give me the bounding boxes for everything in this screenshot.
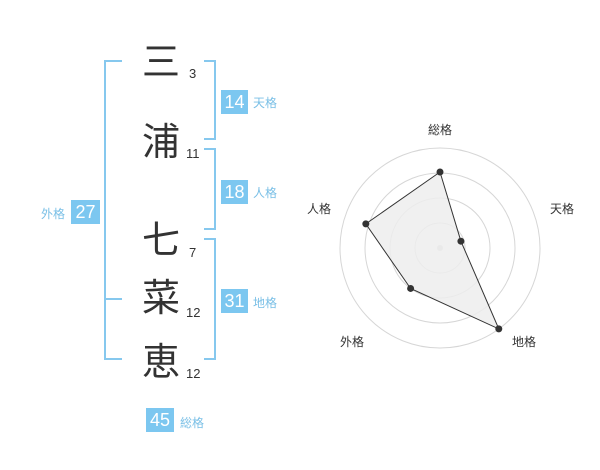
chikaku-label: 地格 [253, 296, 278, 310]
soukaku-value: 45 [146, 408, 174, 432]
bracket-jinkaku [204, 148, 216, 230]
chikaku-value: 31 [221, 289, 248, 313]
radar-grid-ring-4 [339, 147, 541, 349]
radar-points [362, 168, 503, 333]
tenkaku-value: 14 [221, 90, 248, 114]
name-char-4: 菜 [142, 276, 181, 320]
gaikaku-value: 27 [71, 200, 100, 224]
stroke-count-1: 3 [189, 66, 197, 81]
jinkaku-label: 人格 [253, 186, 278, 200]
name-char-3: 七 [142, 218, 181, 262]
bracket-gaikaku [104, 60, 122, 360]
stroke-count-3: 7 [189, 245, 197, 260]
radar-label-chikaku: 地格 [512, 334, 536, 349]
soukaku-label: 総格 [180, 416, 205, 430]
radar-label-jinkaku: 人格 [307, 201, 331, 216]
name-char-5: 恵 [142, 340, 181, 384]
radar-point-0 [436, 168, 444, 176]
jinkaku-value: 18 [221, 180, 248, 204]
radar-label-tenkaku: 天格 [550, 201, 574, 216]
radar-point-1 [457, 237, 465, 245]
name-char-1: 三 [142, 40, 181, 84]
radar-point-2 [495, 325, 503, 333]
tenkaku-label: 天格 [253, 96, 278, 110]
radar-label-soukaku: 総格 [428, 122, 452, 137]
radar-point-4 [362, 220, 370, 228]
radar-point-3 [407, 284, 415, 292]
bracket-tenkaku [204, 60, 216, 140]
bracket-chikaku [204, 238, 216, 360]
radar-polygon [365, 171, 500, 330]
radar-label-gaikaku: 外格 [340, 334, 364, 349]
gaikaku-label: 外格 [41, 207, 66, 221]
stroke-count-4: 12 [186, 305, 201, 320]
stroke-count-2: 11 [186, 146, 200, 161]
stroke-count-5: 12 [186, 366, 201, 381]
radar-chart: 総格 天格 地格 外格 人格 [307, 122, 574, 349]
bracket-gaikaku-inner-top [104, 298, 122, 300]
name-char-2: 浦 [142, 120, 181, 164]
